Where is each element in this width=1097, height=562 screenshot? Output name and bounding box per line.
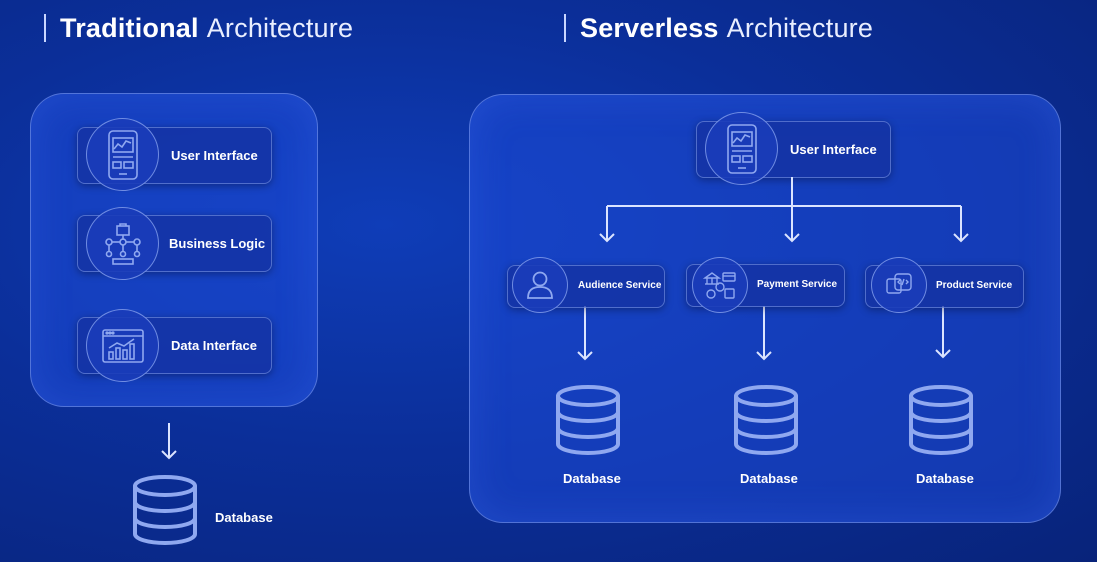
heading-divider bbox=[564, 14, 566, 42]
database-icon bbox=[556, 385, 620, 455]
database-label: Database bbox=[215, 510, 273, 525]
tablet-chart-icon bbox=[705, 112, 778, 185]
serverless-heading-bold: Serverless bbox=[580, 12, 719, 43]
layer-label: Business Logic bbox=[169, 236, 266, 251]
database-label: Database bbox=[740, 471, 798, 486]
traditional-heading-bold: Traditional bbox=[60, 12, 199, 43]
service-label: Payment Service bbox=[757, 279, 838, 290]
service-label: Product Service bbox=[936, 280, 1013, 291]
product-icon bbox=[871, 257, 927, 313]
payment-icon bbox=[692, 257, 748, 313]
database-label: Database bbox=[916, 471, 974, 486]
database-icon bbox=[909, 385, 973, 455]
layer-label: Data Interface bbox=[171, 338, 257, 353]
database-label: Database bbox=[563, 471, 621, 486]
tablet-chart-icon bbox=[86, 118, 159, 191]
service-label: Audience Service bbox=[578, 280, 662, 291]
hierarchy-icon bbox=[86, 207, 159, 280]
database-icon bbox=[734, 385, 798, 455]
bar-chart-window-icon bbox=[86, 309, 159, 382]
traditional-heading-light: Architecture bbox=[206, 12, 354, 43]
database-icon bbox=[133, 475, 197, 545]
layer-label: User Interface bbox=[171, 148, 258, 163]
arrow-down-icon bbox=[161, 423, 177, 460]
ui-label: User Interface bbox=[790, 142, 877, 157]
traditional-heading: Traditional Architecture bbox=[44, 10, 353, 46]
serverless-heading: Serverless Architecture bbox=[564, 10, 873, 46]
heading-divider bbox=[44, 14, 46, 42]
serverless-heading-light: Architecture bbox=[726, 12, 874, 43]
user-icon bbox=[512, 257, 568, 313]
